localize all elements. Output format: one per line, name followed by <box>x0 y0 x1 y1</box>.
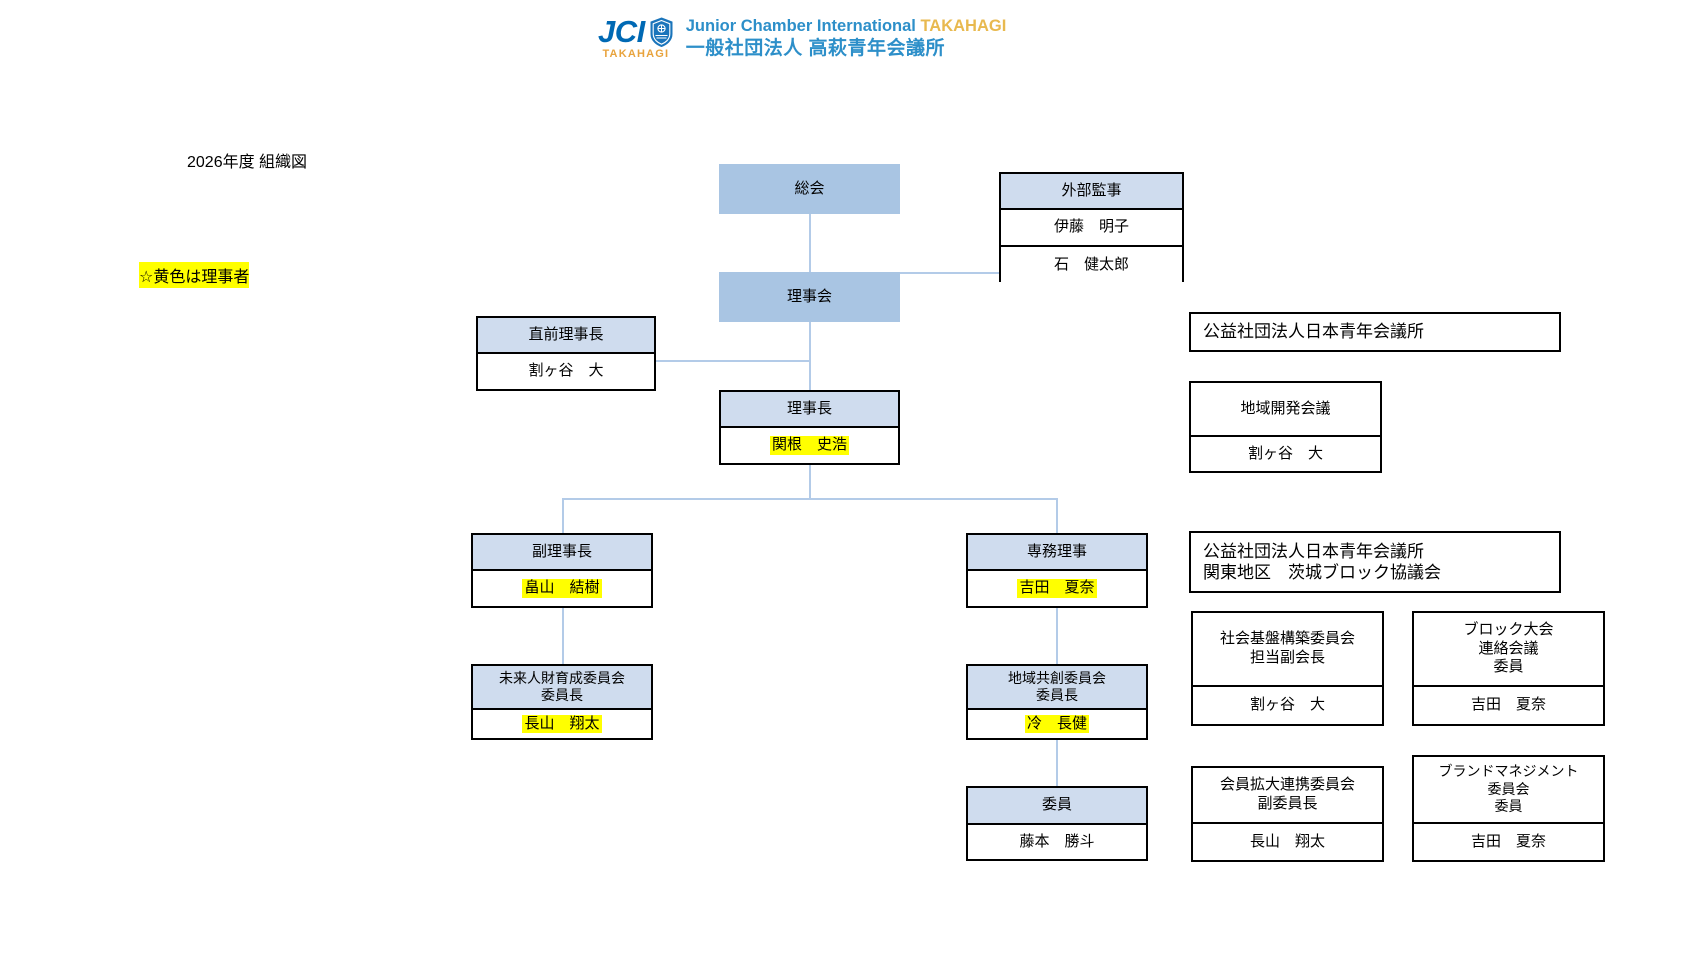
node-board-of-directors[interactable]: 理事会 <box>719 272 900 322</box>
node-general-assembly[interactable]: 総会 <box>719 164 900 214</box>
future-talent-committee-name: 長山 翔太 <box>473 710 651 738</box>
block-convention-liaison-title: ブロック大会 連絡会議 委員 <box>1414 613 1603 687</box>
membership-expansion-committee-name: 長山 翔太 <box>1249 832 1325 850</box>
immediate-past-president-name: 割ヶ谷 大 <box>478 354 654 389</box>
node-jci-japan[interactable]: 公益社団法人日本青年会議所 <box>1189 312 1561 352</box>
board-of-directors-title: 理事会 <box>786 287 832 305</box>
jci-logo-subtext: TAKAHAGI <box>602 48 670 61</box>
jci-shield-icon <box>649 17 674 47</box>
future-talent-committee-title: 未来人財育成委員会 委員長 <box>473 666 651 710</box>
social-infrastructure-committee-title: 社会基盤構築委員会 担当副会長 <box>1193 613 1382 687</box>
node-social-infrastructure-committee[interactable]: 社会基盤構築委員会 担当副会長 割ヶ谷 大 <box>1191 611 1384 726</box>
general-assembly-title: 総会 <box>794 179 825 197</box>
managing-director-name: 吉田 夏奈 <box>968 571 1146 606</box>
committee-member-name: 藤本 勝斗 <box>968 825 1146 859</box>
jci-logo-row: JCI <box>598 16 674 47</box>
brand-management-committee-name: 吉田 夏奈 <box>1470 832 1546 850</box>
connector-assembly-to-auditor <box>809 272 999 274</box>
node-block-convention-liaison[interactable]: ブロック大会 連絡会議 委員 吉田 夏奈 <box>1412 611 1605 726</box>
node-managing-director[interactable]: 専務理事 吉田 夏奈 <box>966 533 1148 608</box>
org-name-english-main: Junior Chamber International <box>685 17 921 35</box>
connector-to-managing-director <box>1056 498 1058 534</box>
node-brand-management-committee[interactable]: ブランドマネジメント 委員会 委員 吉田 夏奈 <box>1412 755 1605 862</box>
connector-vice-to-future-committee <box>562 608 564 664</box>
vice-president-name: 畠山 結樹 <box>473 571 651 606</box>
connector-assembly-to-board <box>809 214 811 276</box>
regional-cocreation-committee-name: 冷 長健 <box>968 710 1146 738</box>
vice-president-title: 副理事長 <box>473 535 651 571</box>
site-logo-header: JCI TAKAHAGI Junior Chamber Internationa… <box>598 16 1006 60</box>
node-kanto-ibaraki-block[interactable]: 公益社団法人日本青年会議所 関東地区 茨城ブロック協議会 <box>1189 531 1561 593</box>
page-title: 2026年度 組織図 <box>187 154 308 171</box>
legend-note: ☆黄色は理事者 <box>139 262 250 288</box>
connector-president-split <box>562 498 1058 500</box>
node-immediate-past-president[interactable]: 直前理事長 割ヶ谷 大 <box>476 316 656 391</box>
jci-japan-title: 公益社団法人日本青年会議所 <box>1191 314 1559 350</box>
node-committee-member[interactable]: 委員 藤本 勝斗 <box>966 786 1148 861</box>
managing-director-name-text: 吉田 夏奈 <box>1017 579 1097 598</box>
vice-president-name-text: 畠山 結樹 <box>522 579 602 598</box>
node-regional-development-conference[interactable]: 地域開発会議 割ヶ谷 大 <box>1189 381 1382 473</box>
kanto-ibaraki-block-title: 公益社団法人日本青年会議所 関東地区 茨城ブロック協議会 <box>1191 533 1559 591</box>
external-auditor-member-2: 石 健太郎 <box>1001 247 1182 284</box>
node-external-auditor[interactable]: 外部監事 伊藤 明子 石 健太郎 <box>999 172 1184 284</box>
org-name-japanese: 一般社団法人 高萩青年会議所 <box>685 37 946 59</box>
regional-development-conference-name: 割ヶ谷 大 <box>1247 444 1323 462</box>
regional-cocreation-committee-name-text: 冷 長健 <box>1024 714 1089 734</box>
connector-regional-to-member <box>1056 740 1058 786</box>
connector-president-stem <box>809 464 811 500</box>
president-name-text: 関根 史浩 <box>769 436 849 455</box>
connector-to-vice-president <box>562 498 564 534</box>
org-name-english: Junior Chamber International TAKAHAGI <box>686 16 1007 37</box>
jci-logo-mark: JCI TAKAHAGI <box>598 16 674 60</box>
connector-past-president-link <box>655 360 811 362</box>
org-name-english-accent: TAKAHAGI <box>920 17 1007 35</box>
committee-member-title: 委員 <box>968 788 1146 825</box>
node-president[interactable]: 理事長 関根 史浩 <box>719 390 900 465</box>
node-regional-cocreation-committee[interactable]: 地域共創委員会 委員長 冷 長健 <box>966 664 1148 740</box>
brand-management-committee-title: ブランドマネジメント 委員会 委員 <box>1414 757 1603 824</box>
membership-expansion-committee-title: 会員拡大連携委員会 副委員長 <box>1193 768 1382 824</box>
social-infrastructure-committee-name: 割ヶ谷 大 <box>1249 696 1325 714</box>
org-name-block: Junior Chamber International TAKAHAGI 一般… <box>686 16 1007 60</box>
external-auditor-title: 外部監事 <box>1001 174 1182 210</box>
block-convention-liaison-name: 吉田 夏奈 <box>1470 696 1546 714</box>
connector-managing-to-regional-committee <box>1056 608 1058 664</box>
node-future-talent-committee[interactable]: 未来人財育成委員会 委員長 長山 翔太 <box>471 664 653 740</box>
future-talent-committee-name-text: 長山 翔太 <box>522 714 602 734</box>
connector-board-to-president <box>809 322 811 390</box>
regional-development-conference-title: 地域開発会議 <box>1191 383 1380 437</box>
president-name: 関根 史浩 <box>721 428 898 463</box>
node-vice-president[interactable]: 副理事長 畠山 結樹 <box>471 533 653 608</box>
president-title: 理事長 <box>721 392 898 428</box>
immediate-past-president-title: 直前理事長 <box>478 318 654 354</box>
jci-wordmark: JCI <box>598 14 645 50</box>
regional-cocreation-committee-title: 地域共創委員会 委員長 <box>968 666 1146 710</box>
managing-director-title: 専務理事 <box>968 535 1146 571</box>
external-auditor-member-1: 伊藤 明子 <box>1001 210 1182 247</box>
node-membership-expansion-committee[interactable]: 会員拡大連携委員会 副委員長 長山 翔太 <box>1191 766 1384 862</box>
